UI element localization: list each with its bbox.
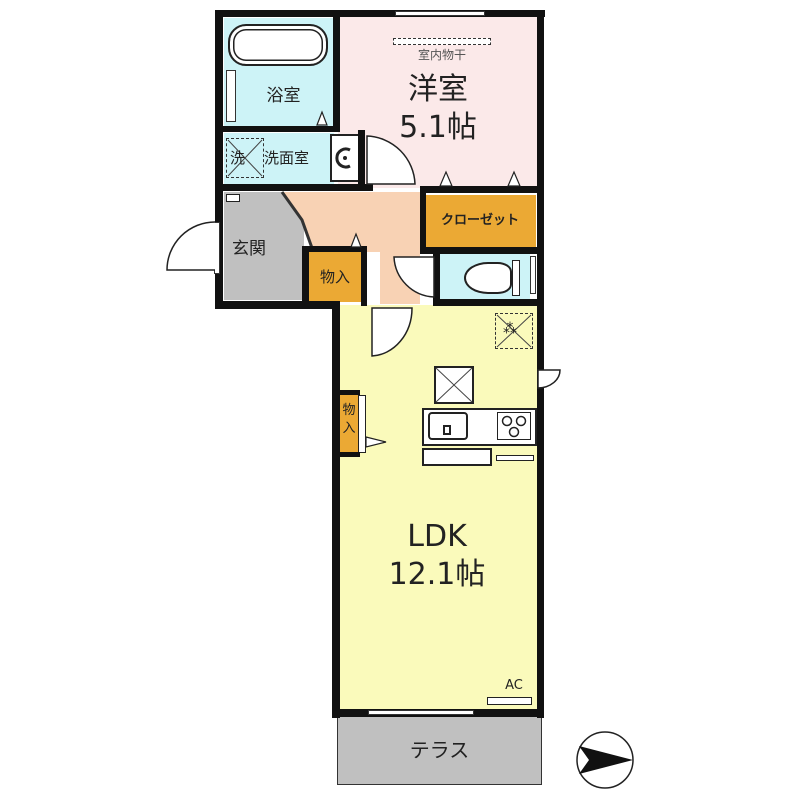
bath-side-panel: [226, 70, 236, 122]
western-room-door-swing[interactable]: [365, 134, 420, 188]
wall-entrance-bottom: [215, 301, 340, 309]
toilet-bowl-icon: [464, 262, 512, 294]
wall-top: [215, 10, 545, 17]
washer-label: 洗: [230, 149, 246, 167]
kitchen-back-cabinet: [422, 448, 492, 466]
entrance: [224, 192, 304, 300]
western-room-label: 洋室: [408, 72, 468, 107]
ldk-label: LDK: [407, 519, 467, 554]
fan-cross-icon: [496, 314, 532, 348]
wall-ldk-storage: [338, 390, 360, 395]
wall-closet-left: [420, 186, 426, 250]
terrace-label: テラス: [409, 738, 470, 762]
compass-north-arrow-icon: [576, 731, 634, 789]
washer-pan-icon: [226, 138, 264, 178]
ventilation-fan: [495, 313, 533, 349]
bath-label: 浴室: [266, 86, 301, 106]
toilet-tank: [512, 260, 520, 296]
wall-bath-bottom: [223, 126, 340, 132]
closet-door-markers: [439, 170, 521, 187]
ldk-door-swing[interactable]: [370, 306, 414, 358]
ac-label: AC: [505, 678, 523, 693]
wall-western-bottom: [420, 186, 544, 193]
shoe-cabinet: [226, 194, 240, 202]
wall-storage-top: [304, 246, 366, 252]
ldk-storage-label-2: 入: [342, 421, 356, 436]
bath-door-marker: [316, 110, 328, 126]
fan-label: ⁂: [503, 321, 517, 337]
wall-left-upper: [215, 10, 223, 308]
hall-storage-label: 物入: [319, 268, 350, 286]
ldk-storage-label-1: 物: [342, 403, 356, 418]
toilet-door-swing[interactable]: [392, 255, 436, 299]
storage-door-arrow-icon: [365, 436, 387, 448]
closet: [424, 195, 536, 247]
ldk-size: 12.1帖: [388, 557, 486, 592]
ldk-storage-door: [358, 395, 366, 453]
ldk-storage: [340, 395, 358, 453]
indoor-drying-rail: [393, 38, 491, 45]
indoor-drying-label: 室内物干: [417, 48, 466, 62]
wall-vanity-right: [358, 130, 365, 188]
wall-toilet-bottom: [433, 299, 544, 306]
wall-storage-left: [302, 246, 309, 306]
hall-storage: [309, 252, 361, 302]
hall-storage-door-marker: [350, 232, 362, 248]
wall-ldk-left: [332, 301, 340, 718]
front-door-swing[interactable]: [165, 220, 220, 276]
entrance-label: 玄関: [232, 239, 266, 259]
washroom: [224, 133, 334, 185]
stove-icon: [497, 412, 531, 440]
burner-icons: [501, 415, 527, 438]
wall-washroom-bottom: [223, 184, 373, 191]
kitchen-side-door[interactable]: [536, 368, 562, 390]
faucet-icon: [443, 425, 451, 435]
sink-icon: [335, 147, 351, 169]
fridge-cross-icon: [435, 367, 473, 403]
window-toilet[interactable]: [530, 256, 536, 294]
window-ldk-bottom[interactable]: [368, 710, 474, 715]
window-western-top[interactable]: [395, 11, 485, 16]
closet-label: クローゼット: [440, 213, 519, 228]
wall-ldk-storage-b: [338, 452, 360, 457]
wall-closet-bottom: [420, 247, 544, 254]
western-room-size: 5.1帖: [399, 110, 477, 145]
washroom-label: 洗面室: [264, 149, 310, 167]
wall-storage-right: [361, 246, 367, 306]
bathtub-icon: [228, 24, 328, 66]
kitchen-sink-icon: [428, 412, 468, 440]
kitchen-shelf: [496, 455, 534, 461]
wall-toilet-left: [433, 247, 440, 305]
wall-bath-right: [333, 10, 340, 130]
wall-right: [537, 10, 544, 718]
washer-cross-icon: [227, 139, 263, 177]
ac-unit: [487, 697, 532, 705]
